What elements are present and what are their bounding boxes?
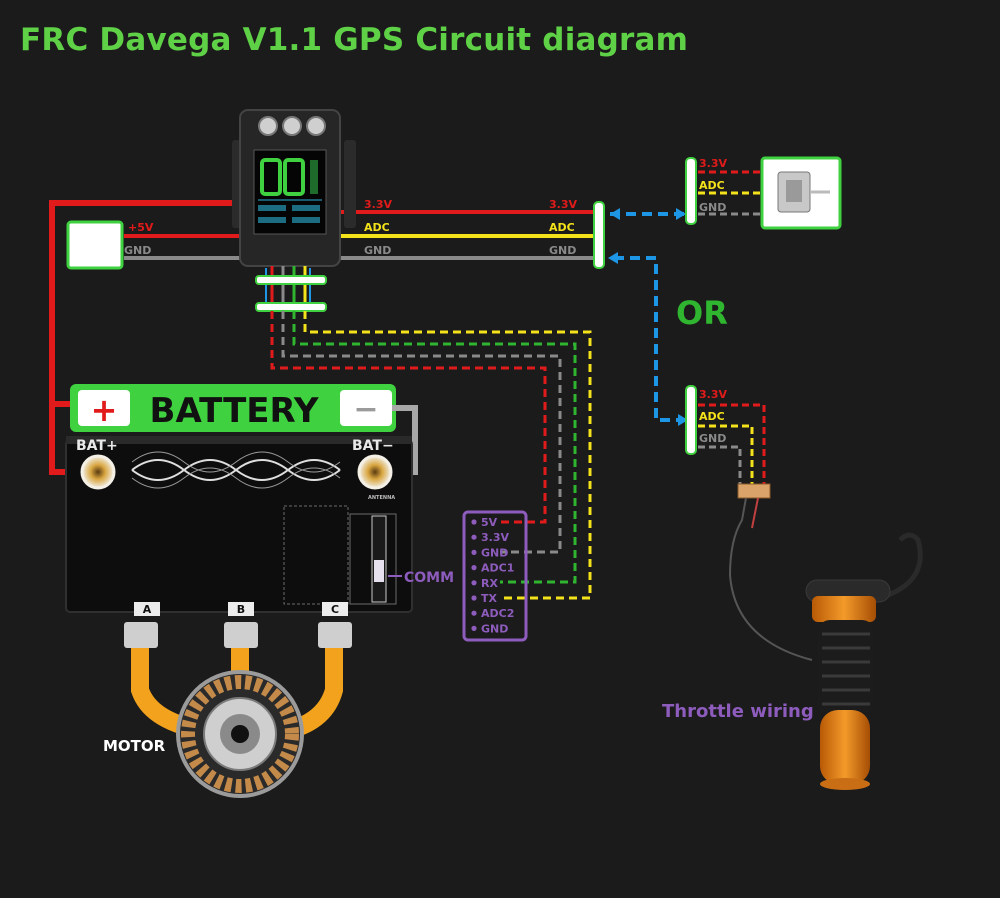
comm-pin-label: TX <box>481 592 498 605</box>
throttle-grip <box>728 483 923 790</box>
bus-connector-right <box>593 201 605 269</box>
bus-gnd-label-left: GND <box>364 244 391 257</box>
sensor-bottom-gnd-label: GND <box>699 432 726 445</box>
bat-minus-terminal <box>357 454 393 490</box>
motor-label: MOTOR <box>103 737 166 755</box>
sensor-bottom-33v-label: 3.3V <box>699 388 727 401</box>
supply-wires <box>124 234 242 260</box>
comm-pin-label: ADC2 <box>481 607 514 620</box>
display-button-1 <box>258 116 278 136</box>
plus5v-label: +5V <box>128 221 154 234</box>
antenna-label: ANTENNA <box>368 495 395 501</box>
comm-pin-dot <box>471 534 477 540</box>
comm-pin-label: ADC1 <box>481 562 514 575</box>
bus-adc-label-right: ADC <box>549 221 575 234</box>
sensor-top-gnd-label: GND <box>699 201 726 214</box>
battery-plus-sign: + <box>91 391 118 429</box>
or-label: OR <box>676 294 728 332</box>
sensor-top-adc-label: ADC <box>699 179 725 192</box>
power-supply-module <box>66 220 124 270</box>
davega-display <box>232 109 356 267</box>
comm-pin-label: 5V <box>481 516 498 529</box>
bus-adc-label-left: ADC <box>364 221 390 234</box>
battery-negative-terminal <box>340 390 392 426</box>
display-button-3 <box>306 116 326 136</box>
supply-gnd-label: GND <box>124 244 151 257</box>
comm-pin-label: GND <box>481 622 508 635</box>
bus-33v-label-left: 3.3V <box>364 198 392 211</box>
comm-connector <box>462 510 528 642</box>
phase-tabs <box>134 602 348 616</box>
phase-b-label: B <box>237 603 245 616</box>
battery <box>70 384 396 432</box>
motor-controller <box>65 436 413 613</box>
motor <box>124 622 352 798</box>
display-button-2 <box>282 116 302 136</box>
bat-plus-label: BAT+ <box>76 438 118 454</box>
bat-plus-terminal <box>80 454 116 490</box>
comm-pin-label: RX <box>481 577 498 590</box>
sensor-bottom-adc-label: ADC <box>699 410 725 423</box>
diagram-title: FRC Davega V1.1 GPS Circuit diagram <box>20 22 689 58</box>
comm-pin-dot <box>471 625 477 632</box>
comm-pin-dot <box>471 610 477 616</box>
phase-a-label: A <box>143 603 152 616</box>
comm-pin-dot <box>471 580 477 586</box>
phase-c-label: C <box>331 603 339 616</box>
bat-minus-label: BAT− <box>352 438 394 454</box>
comm-pin-label: GND <box>481 546 508 559</box>
sensor-top-connector <box>685 157 697 225</box>
comm-port-highlight <box>374 560 384 582</box>
sensor-bottom-connector <box>685 385 697 455</box>
sensor-top-module <box>760 156 842 230</box>
sensor-top-33v-label: 3.3V <box>699 157 727 170</box>
comm-cable <box>255 266 592 600</box>
comm-pin-dot <box>471 549 477 556</box>
throttle-wiring-label: Throttle wiring <box>662 701 814 722</box>
battery-label: BATTERY <box>150 391 319 431</box>
bus-gnd-label-right: GND <box>549 244 576 257</box>
bus-33v-label-right: 3.3V <box>549 198 577 211</box>
sensor-bottom-wires <box>698 403 766 484</box>
comm-label: COMM <box>404 570 454 586</box>
comm-pin-dot <box>471 595 477 601</box>
comm-pin-label: 3.3V <box>481 531 509 544</box>
comm-pin-dot <box>471 565 477 571</box>
battery-minus-sign: − <box>353 392 378 427</box>
main-signal-bus <box>340 210 598 260</box>
battery-positive-terminal <box>78 390 130 426</box>
comm-pin-dot <box>471 519 477 525</box>
option-arrows <box>608 208 688 426</box>
